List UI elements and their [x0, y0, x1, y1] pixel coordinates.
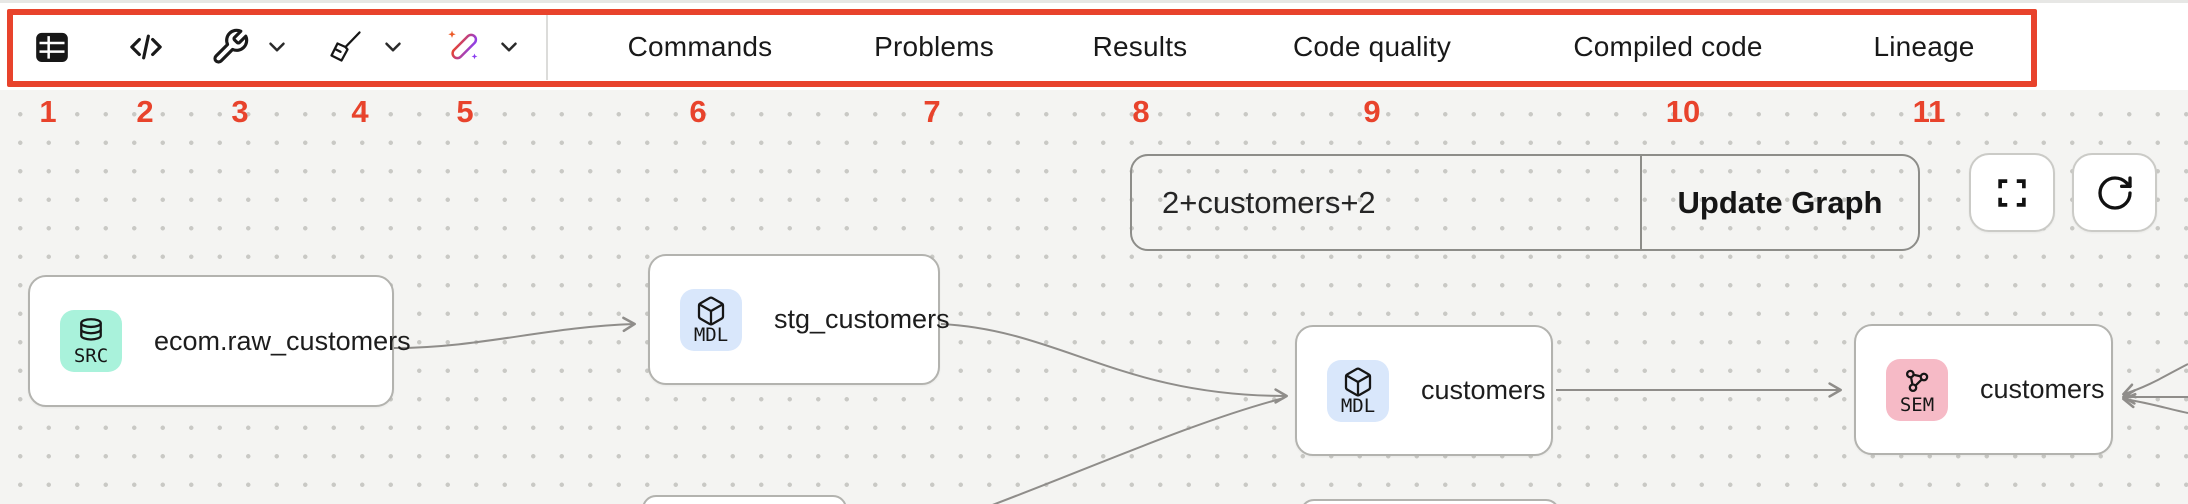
- cleanup-button[interactable]: [326, 27, 366, 67]
- node-label: customers: [1980, 374, 2105, 404]
- ai-assist-button[interactable]: [444, 27, 484, 67]
- annotation-number-1: 1: [39, 94, 57, 129]
- node-type-badge-mdl: MDL: [680, 288, 742, 351]
- annotation-number-8: 8: [1132, 94, 1150, 129]
- update-graph-button[interactable]: Update Graph: [1640, 156, 1918, 249]
- tab-commands[interactable]: Commands: [627, 31, 773, 62]
- top-divider-line: [0, 0, 2188, 3]
- chevron-down-icon: [501, 42, 517, 52]
- annotation-number-4: 4: [351, 94, 369, 129]
- lineage-node-customers-model[interactable]: MDL customers: [1295, 325, 1553, 456]
- graph-filter-group: Update Graph: [1130, 154, 1920, 251]
- refresh-icon: [2097, 175, 2132, 210]
- tab-results[interactable]: Results: [1092, 31, 1188, 62]
- build-tools-button[interactable]: [210, 27, 250, 67]
- wrench-icon: [213, 28, 249, 64]
- toolbar: [0, 0, 2188, 90]
- node-type-badge-sem: SEM: [1886, 358, 1948, 421]
- table-view-button[interactable]: [32, 27, 72, 67]
- node-label: stg_customers: [774, 304, 950, 334]
- annotation-number-9: 9: [1363, 94, 1381, 129]
- fullscreen-button[interactable]: [1969, 153, 2055, 232]
- node-label: ecom.raw_customers: [154, 325, 411, 356]
- badge-label: SEM: [1899, 393, 1935, 416]
- build-tools-dropdown[interactable]: [264, 34, 290, 60]
- node-label: customers: [1421, 375, 1546, 405]
- lineage-canvas[interactable]: [0, 90, 2188, 504]
- chevron-down-icon: [269, 42, 285, 52]
- tab-lineage[interactable]: Lineage: [1873, 31, 1975, 62]
- tab-problems[interactable]: Problems: [874, 31, 994, 62]
- ai-assist-dropdown[interactable]: [496, 34, 522, 60]
- annotation-number-7: 7: [923, 94, 941, 129]
- toolbar-divider: [546, 10, 548, 80]
- annotation-number-2: 2: [136, 94, 154, 129]
- lineage-filter-input[interactable]: [1132, 156, 1640, 249]
- annotation-number-11: 11: [1912, 94, 1946, 129]
- node-type-badge-mdl: MDL: [1327, 359, 1389, 422]
- graph-icon: [1905, 369, 1929, 392]
- magic-wand-icon: [448, 30, 478, 60]
- broom-icon: [330, 31, 361, 62]
- annotation-number-6: 6: [689, 94, 707, 129]
- annotation-number-5: 5: [456, 94, 474, 129]
- badge-label: MDL: [693, 323, 729, 346]
- badge-label: MDL: [1340, 394, 1376, 417]
- cube-icon: [697, 296, 725, 325]
- badge-label: SRC: [73, 345, 109, 367]
- cube-icon: [1344, 367, 1372, 396]
- annotation-number-10: 10: [1665, 94, 1701, 129]
- fullscreen-icon: [1998, 178, 2026, 207]
- lineage-node-customers-semantic[interactable]: SEM customers: [1854, 324, 2113, 455]
- table-icon: [36, 32, 68, 62]
- lineage-node-stg-customers[interactable]: MDL stg_customers: [648, 254, 950, 385]
- chevron-down-icon: [385, 42, 401, 52]
- lineage-node-partial[interactable]: [1300, 499, 1560, 504]
- lineage-node-partial[interactable]: [642, 495, 847, 504]
- database-icon: [80, 318, 102, 341]
- annotation-number-3: 3: [231, 94, 249, 129]
- tab-compiled-code[interactable]: Compiled code: [1573, 31, 1763, 62]
- code-editor-button[interactable]: [126, 27, 166, 67]
- node-type-badge-src: SRC: [60, 310, 122, 372]
- refresh-button[interactable]: [2072, 153, 2157, 232]
- code-icon: [130, 34, 162, 60]
- tab-code-quality[interactable]: Code quality: [1292, 31, 1452, 62]
- cleanup-dropdown[interactable]: [380, 34, 406, 60]
- lineage-node-ecom-raw-customers[interactable]: SRC ecom.raw_customers: [28, 275, 411, 407]
